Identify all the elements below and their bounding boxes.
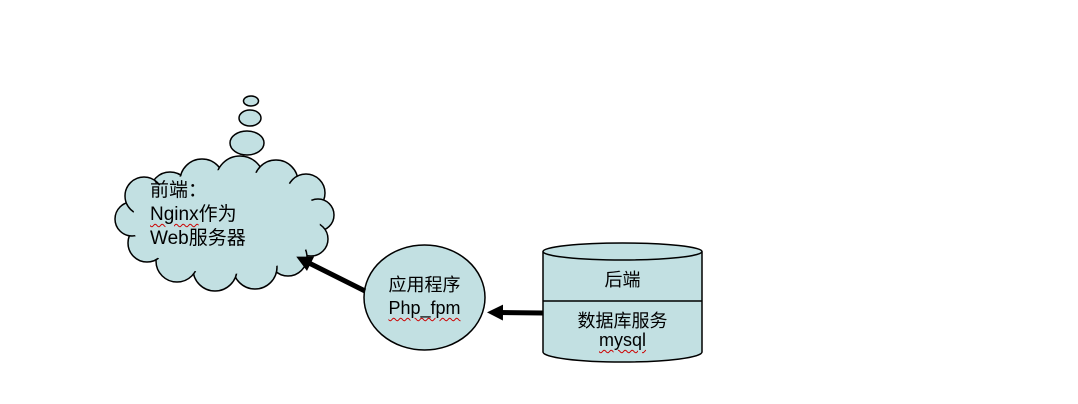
frontend-cloud-label: 前端： Nginx作为 Web服务器 [150,179,246,251]
cloud-line-webserver: Web服务器 [150,228,246,249]
nginx-word: Nginx [150,204,199,225]
thought-bubble-small [242,95,260,107]
arrow-db-to-app [487,304,544,321]
db-service-label: 数据库服务 [577,311,668,331]
cloud-line-frontend: 前端： [150,180,208,201]
app-line-title: 应用程序 [388,275,461,295]
cloud-body [132,170,320,274]
thought-bubble-medium [238,109,262,127]
db-engine-label: mysql [543,329,702,351]
nginx-suffix: 作为 [198,204,237,225]
arrow-app-to-cloud [296,256,367,294]
frontend-cloud-shape [114,155,335,292]
app-ellipse-shape [363,244,486,351]
mysql-word: mysql [598,330,646,350]
app-line-phpfpm: Php_fpm [364,297,485,320]
cloud-line-nginx: Nginx作为 [150,203,246,227]
phpfpm-word: Php_fpm [388,298,461,318]
app-ellipse-label: 应用程序 Php_fpm [364,274,485,320]
database-cylinder-shape [542,242,703,363]
cylinder-body [542,251,703,363]
cylinder-top [542,242,703,261]
thought-bubble-large [229,130,265,156]
db-backend-label: 后端 [604,270,641,290]
